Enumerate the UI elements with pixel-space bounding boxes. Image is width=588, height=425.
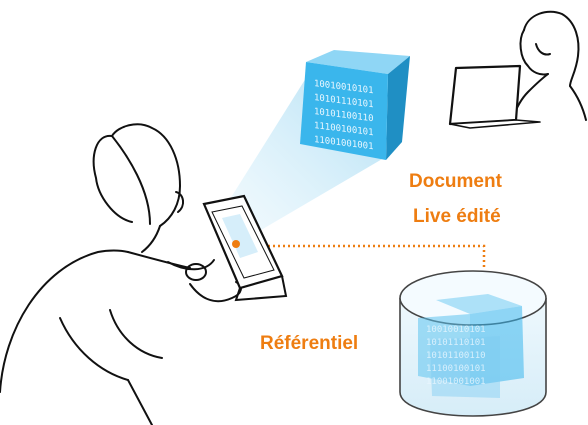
user-female-icon [448, 10, 587, 129]
document-label-line1: Document [409, 171, 502, 192]
binary-row: 11001001001 [426, 377, 486, 387]
binary-row: 10101100110 [426, 351, 486, 361]
data-cube-icon: 1001001010110101110101101011001101110010… [300, 50, 410, 160]
repository-label: Référentiel [260, 333, 359, 354]
binary-row: 10101110101 [426, 338, 486, 348]
document-label-line2: Live édité [413, 206, 501, 227]
binary-row: 10010010101 [426, 325, 486, 335]
database-icon: 10010010101 10101110101 10101100110 1110010… [399, 270, 547, 417]
binary-row: 11100100101 [426, 364, 486, 374]
laptop-icon [202, 194, 288, 302]
user-male-icon [0, 123, 242, 425]
connection-line [238, 244, 486, 268]
